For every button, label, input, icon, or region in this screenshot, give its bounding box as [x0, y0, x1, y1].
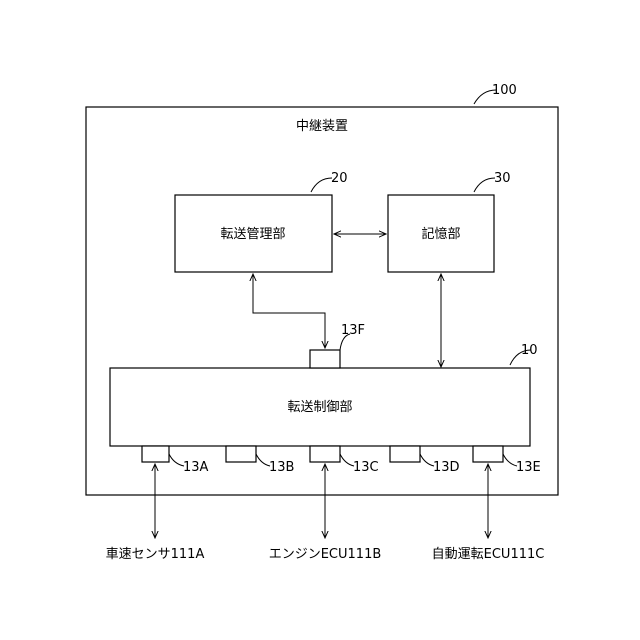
- port-13f: [310, 350, 340, 368]
- port-13c-label: 13C: [353, 460, 379, 475]
- transfer-management-ref: 20: [331, 171, 348, 186]
- port-13d-label: 13D: [433, 460, 460, 475]
- relay-device-title: 中継装置: [296, 119, 348, 134]
- port-13a: [142, 446, 169, 462]
- engine-ecu-label: エンジンECU111B: [269, 547, 382, 562]
- port-13a-label: 13A: [183, 460, 209, 475]
- transfer-control-ref: 10: [521, 343, 538, 358]
- vehicle-speed-sensor-label: 車速センサ111A: [106, 547, 205, 562]
- port-13b-label: 13B: [269, 460, 294, 475]
- transfer-control-label: 転送制御部: [287, 400, 352, 415]
- storage-ref: 30: [494, 171, 511, 186]
- port-13c: [310, 446, 340, 462]
- storage-label: 記憶部: [421, 226, 460, 242]
- port-13d: [390, 446, 420, 462]
- transfer-management-label: 転送管理部: [220, 227, 285, 242]
- autonomous-driving-ecu-label: 自動運転ECU111C: [432, 547, 545, 562]
- port-13e-label: 13E: [516, 460, 541, 475]
- relay-device-ref: 100: [492, 83, 517, 98]
- port-13b: [226, 446, 256, 462]
- port-13e: [473, 446, 503, 462]
- port-13f-label: 13F: [341, 323, 365, 338]
